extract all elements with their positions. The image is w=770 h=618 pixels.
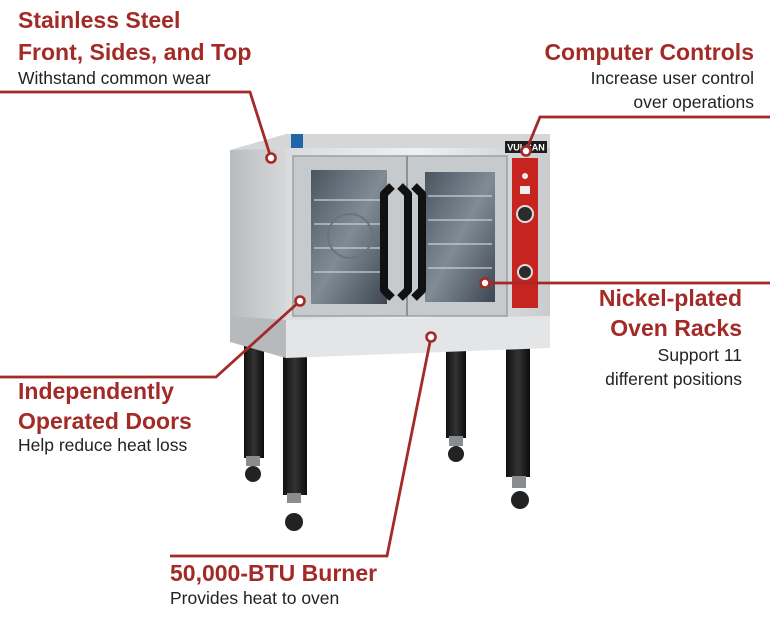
controls-title: Computer Controls	[544, 39, 754, 65]
stainless-description: Withstand common wear	[18, 68, 211, 88]
racks-title-line2: Oven Racks	[610, 315, 742, 341]
callout-markers	[265, 145, 532, 343]
doors-marker	[294, 295, 306, 307]
doors-description: Help reduce heat loss	[18, 435, 188, 455]
stainless-marker	[265, 152, 277, 164]
doors-title-line1: Independently	[18, 378, 174, 404]
oven-body: VULCAN	[230, 134, 550, 358]
callout-leader-lines	[0, 90, 770, 558]
oven-legs	[244, 340, 530, 495]
burner-title: 50,000-BTU Burner	[170, 560, 378, 586]
stainless-title-line1: Stainless Steel	[18, 7, 181, 33]
racks-title-line1: Nickel-plated	[598, 285, 742, 311]
controls-description-line1: Increase user control	[590, 68, 754, 88]
oven-casters	[245, 436, 529, 531]
racks-description-line2: different positions	[605, 369, 742, 389]
burner-description: Provides heat to oven	[170, 588, 340, 608]
racks-description-line1: Support 11	[657, 345, 742, 365]
controls-marker	[520, 145, 532, 157]
doors-title-line2: Operated Doors	[18, 408, 192, 434]
stainless-title-line2: Front, Sides, and Top	[18, 39, 252, 65]
burner-marker	[425, 331, 437, 343]
racks-marker	[479, 277, 491, 289]
controls-description-line2: over operations	[633, 92, 754, 112]
